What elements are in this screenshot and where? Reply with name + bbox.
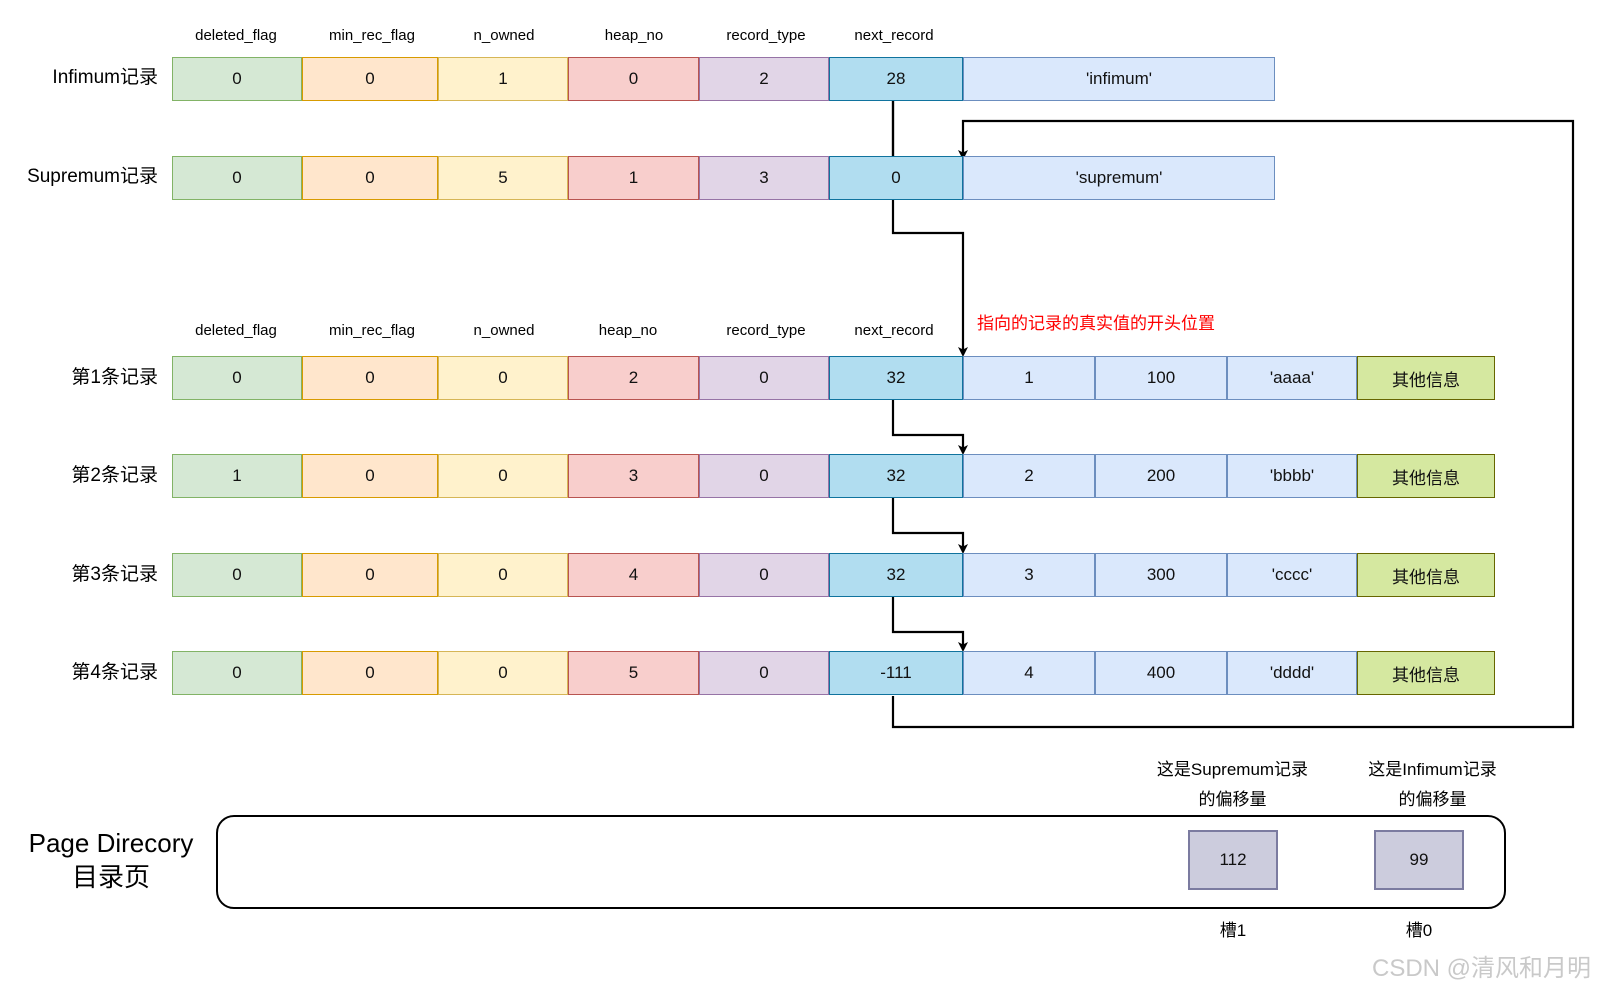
arrow-record3-to-record4 — [891, 597, 968, 652]
record-2-next-record-cell: 32 — [829, 454, 963, 498]
record-2-min-rec-flag-cell: 0 — [302, 454, 438, 498]
record-3-c1-cell: 3 — [963, 553, 1095, 597]
column-header-n-owned-top: n_owned — [473, 27, 535, 44]
record-1-min-rec-flag-cell: 0 — [302, 356, 438, 400]
record-4-c2-cell: 400 — [1095, 651, 1227, 695]
arrow-record1-to-record2 — [891, 400, 968, 455]
column-header-next-record-top: next_record — [854, 27, 934, 44]
column-header-heap-no-top: heap_no — [604, 27, 664, 44]
column-header-deleted-flag-mid: deleted_flag — [195, 322, 277, 339]
record-1-record-type-cell: 0 — [699, 356, 829, 400]
arrow-record2-to-record3 — [891, 498, 968, 554]
infimum-n-owned-cell: 1 — [438, 57, 568, 101]
slot-1-annotation-line-2: 的偏移量 — [1198, 790, 1267, 809]
record-1-c3-cell: 'aaaa' — [1227, 356, 1357, 400]
record-1-n-owned-cell: 0 — [438, 356, 568, 400]
record-3-min-rec-flag-cell: 0 — [302, 553, 438, 597]
column-header-min-rec-flag-mid: min_rec_flag — [329, 322, 415, 339]
record-2-record-type-cell: 0 — [699, 454, 829, 498]
supremum-next-record-cell: 0 — [829, 156, 963, 200]
row-label-record-3: 第3条记录 — [71, 564, 158, 585]
record-2-n-owned-cell: 0 — [438, 454, 568, 498]
record-2-heap-no-cell: 3 — [568, 454, 699, 498]
record-1-heap-no-cell: 2 — [568, 356, 699, 400]
page-directory-slot-0-caption: 槽0 — [1405, 921, 1433, 940]
record-2-deleted-flag-cell: 1 — [172, 454, 302, 498]
slot-1-annotation-line-1: 这是Supremum记录 — [1156, 760, 1309, 779]
column-header-n-owned-mid: n_owned — [473, 322, 535, 339]
record-3-deleted-flag-cell: 0 — [172, 553, 302, 597]
row-label-supremum: Supremum记录 — [27, 166, 158, 187]
record-3-next-record-cell: 32 — [829, 553, 963, 597]
record-4-c3-cell: 'dddd' — [1227, 651, 1357, 695]
record-3-n-owned-cell: 0 — [438, 553, 568, 597]
column-header-min-rec-flag-top: min_rec_flag — [329, 27, 415, 44]
supremum-deleted-flag-cell: 0 — [172, 156, 302, 200]
slot-0-annotation-line-1: 这是Infimum记录 — [1368, 760, 1497, 779]
record-4-record-type-cell: 0 — [699, 651, 829, 695]
record-3-record-type-cell: 0 — [699, 553, 829, 597]
infimum-record-type-cell: 2 — [699, 57, 829, 101]
page-directory-slot-0[interactable]: 99 — [1374, 830, 1464, 890]
record-2-c2-cell: 200 — [1095, 454, 1227, 498]
row-label-record-4: 第4条记录 — [71, 662, 158, 683]
row-label-record-2: 第2条记录 — [71, 465, 158, 486]
record-3-c2-cell: 300 — [1095, 553, 1227, 597]
record-2-c1-cell: 2 — [963, 454, 1095, 498]
record-3-c3-cell: 'cccc' — [1227, 553, 1357, 597]
supremum-record-type-cell: 3 — [699, 156, 829, 200]
slot-0-annotation-line-2: 的偏移量 — [1398, 790, 1467, 809]
record-3-other-info-cell: 其他信息 — [1357, 553, 1495, 597]
infimum-deleted-flag-cell: 0 — [172, 57, 302, 101]
infimum-min-rec-flag-cell: 0 — [302, 57, 438, 101]
record-4-c1-cell: 4 — [963, 651, 1095, 695]
page-directory-title-cn: 目录页 — [71, 862, 150, 892]
page-directory-slot-1-caption: 槽1 — [1219, 921, 1247, 940]
record-4-deleted-flag-cell: 0 — [172, 651, 302, 695]
column-header-heap-no-mid: heap_no — [598, 322, 658, 339]
record-1-next-record-cell: 32 — [829, 356, 963, 400]
pointer-note-label: 指向的记录的真实值的开头位置 — [977, 314, 1215, 333]
infimum-next-record-cell: 28 — [829, 57, 963, 101]
record-1-deleted-flag-cell: 0 — [172, 356, 302, 400]
arrow-record4-to-supremum — [891, 119, 1575, 729]
infimum-heap-no-cell: 0 — [568, 57, 699, 101]
record-1-other-info-cell: 其他信息 — [1357, 356, 1495, 400]
record-4-min-rec-flag-cell: 0 — [302, 651, 438, 695]
arrow-infimum-to-record1 — [891, 101, 968, 357]
record-2-other-info-cell: 其他信息 — [1357, 454, 1495, 498]
record-2-c3-cell: 'bbbb' — [1227, 454, 1357, 498]
record-4-n-owned-cell: 0 — [438, 651, 568, 695]
page-directory-box — [216, 815, 1506, 909]
record-1-c1-cell: 1 — [963, 356, 1095, 400]
supremum-heap-no-cell: 1 — [568, 156, 699, 200]
page-directory-slot-1[interactable]: 112 — [1188, 830, 1278, 890]
column-header-next-record-mid: next_record — [854, 322, 934, 339]
infimum-value-cell: 'infimum' — [963, 57, 1275, 101]
supremum-n-owned-cell: 5 — [438, 156, 568, 200]
column-header-record-type-mid: record_type — [726, 322, 806, 339]
record-4-heap-no-cell: 5 — [568, 651, 699, 695]
csdn-watermark: CSDN @清风和月明 — [1372, 955, 1592, 982]
record-4-next-record-cell: -111 — [829, 651, 963, 695]
page-directory-title-en: Page Direcory — [28, 828, 194, 858]
row-label-infimum: Infimum记录 — [52, 67, 158, 88]
record-4-other-info-cell: 其他信息 — [1357, 651, 1495, 695]
record-3-heap-no-cell: 4 — [568, 553, 699, 597]
column-header-deleted-flag-top: deleted_flag — [195, 27, 277, 44]
supremum-value-cell: 'supremum' — [963, 156, 1275, 200]
supremum-min-rec-flag-cell: 0 — [302, 156, 438, 200]
column-header-record-type-top: record_type — [726, 27, 806, 44]
record-1-c2-cell: 100 — [1095, 356, 1227, 400]
row-label-record-1: 第1条记录 — [71, 367, 158, 388]
